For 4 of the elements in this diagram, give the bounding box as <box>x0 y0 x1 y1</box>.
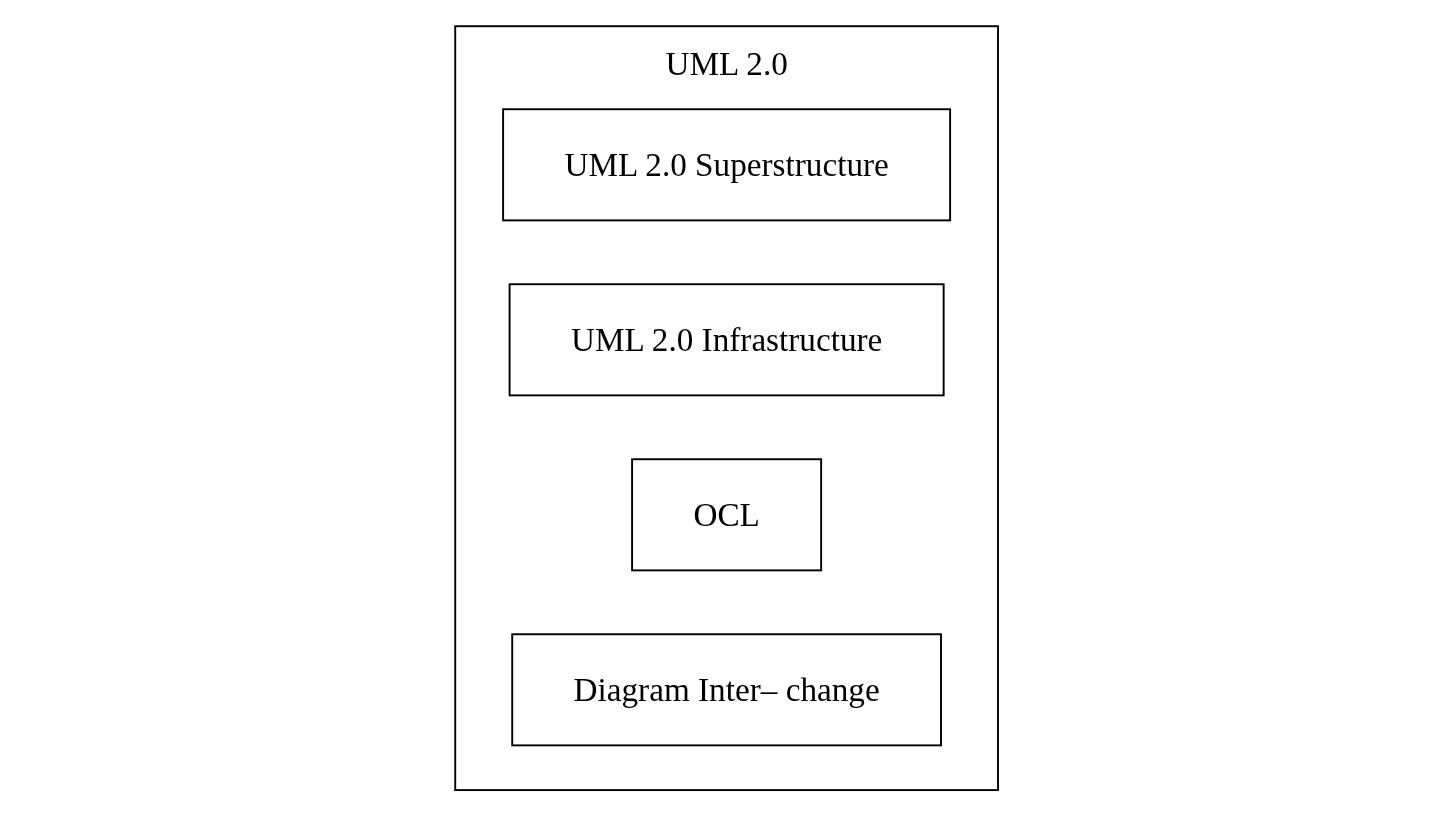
node-box: Diagram Inter– change <box>511 633 942 747</box>
node-box: OCL <box>631 458 822 572</box>
node-box: UML 2.0 Superstructure <box>502 108 951 222</box>
node-box: UML 2.0 Infrastructure <box>508 283 945 397</box>
